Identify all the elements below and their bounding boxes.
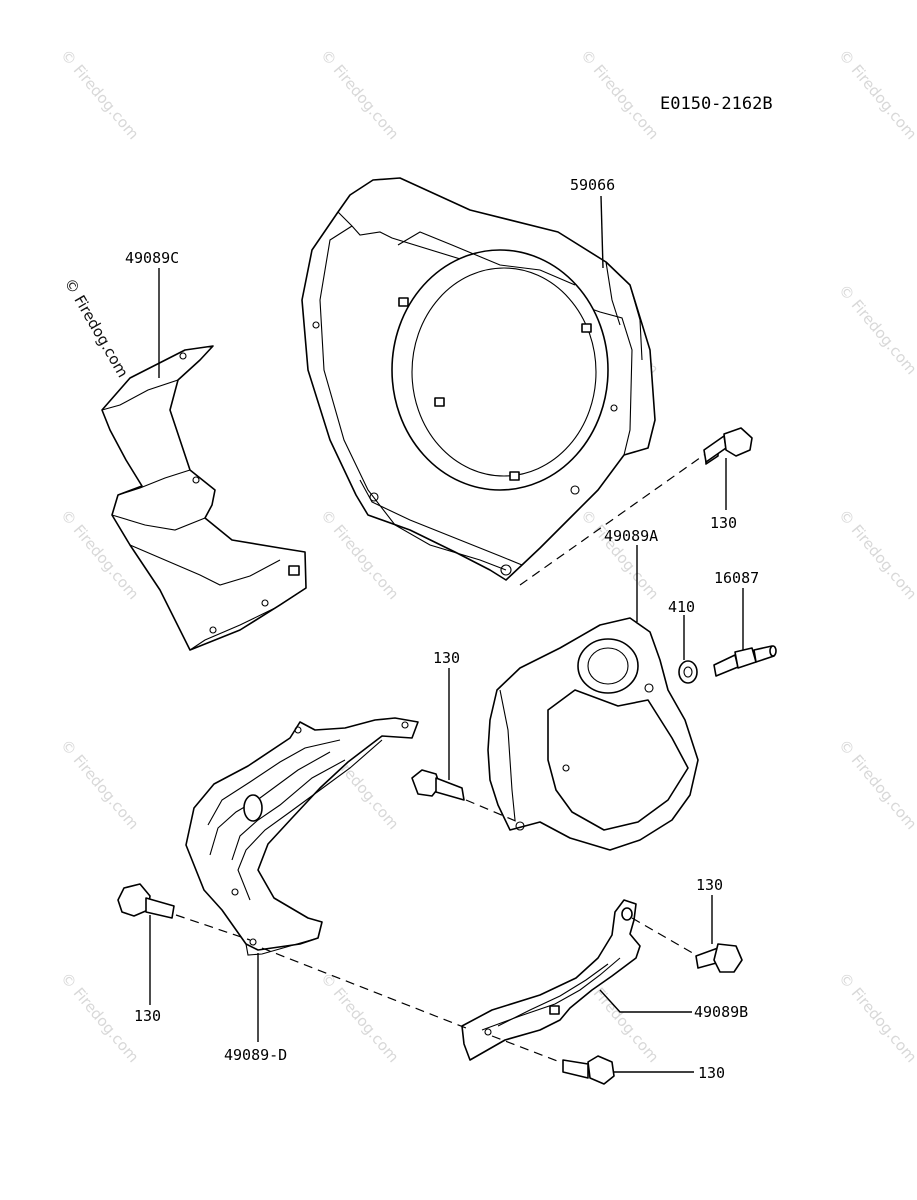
watermark: © Firedog.com bbox=[835, 736, 917, 833]
watermark: © Firedog.com bbox=[835, 506, 917, 603]
assembly-line bbox=[519, 454, 705, 586]
label-130: 130 bbox=[696, 876, 723, 894]
assembly-line bbox=[631, 917, 697, 956]
watermark: © Firedog.com bbox=[835, 281, 917, 378]
cover-tab bbox=[288, 565, 300, 576]
housing-tab bbox=[581, 323, 592, 333]
watermark: © Firedog.com bbox=[57, 46, 142, 143]
assembly-line bbox=[261, 947, 467, 1029]
watermark: © Firedog.com bbox=[577, 506, 662, 603]
label-49089b: 49089B bbox=[694, 1003, 748, 1021]
bolt-130-right bbox=[695, 943, 743, 973]
label-16087: 16087 bbox=[714, 569, 759, 587]
watermark: © Firedog.com bbox=[577, 46, 662, 143]
cover-49089c bbox=[101, 345, 307, 651]
bolt-130-bottom bbox=[562, 1055, 615, 1085]
assembly-line bbox=[465, 799, 519, 823]
label-49089a: 49089A bbox=[604, 527, 658, 545]
watermark: © Firedog.com bbox=[835, 46, 917, 143]
leader-line bbox=[600, 195, 604, 269]
fan-housing-59066 bbox=[301, 177, 656, 581]
watermark: © Firedog.com bbox=[835, 969, 917, 1066]
assembly-line bbox=[491, 1035, 561, 1063]
housing-tab bbox=[509, 471, 520, 481]
watermark: © Firedog.com bbox=[317, 969, 402, 1066]
label-130: 130 bbox=[698, 1064, 725, 1082]
cover-49089d bbox=[185, 717, 419, 956]
bolt-130-lower-left bbox=[117, 883, 175, 919]
watermark: © Firedog.com bbox=[317, 46, 402, 143]
label-410: 410 bbox=[668, 598, 695, 616]
housing-tab bbox=[398, 297, 409, 307]
label-49089c: 49089C bbox=[125, 249, 179, 267]
label-130: 130 bbox=[433, 649, 460, 667]
label-59066: 59066 bbox=[570, 176, 615, 194]
label-49089d: 49089-D bbox=[224, 1046, 287, 1064]
washer-410 bbox=[678, 660, 698, 684]
bolt-130-upper bbox=[703, 427, 753, 465]
leader-line bbox=[599, 989, 692, 1013]
bolt-130-middle bbox=[411, 769, 465, 801]
watermark-dark: © Firedog.com bbox=[61, 275, 132, 381]
housing-tab bbox=[434, 397, 445, 407]
watermark: © Firedog.com bbox=[57, 969, 142, 1066]
watermark: © Firedog.com bbox=[57, 736, 142, 833]
cover-49089b bbox=[461, 899, 641, 1061]
assembly-line bbox=[175, 914, 251, 941]
diagram-code: E0150-2162B bbox=[660, 94, 773, 114]
label-130: 130 bbox=[710, 514, 737, 532]
fitting-16087 bbox=[713, 645, 777, 677]
cover-tab bbox=[549, 1005, 560, 1015]
plate-49089a bbox=[487, 617, 699, 851]
label-130: 130 bbox=[134, 1007, 161, 1025]
